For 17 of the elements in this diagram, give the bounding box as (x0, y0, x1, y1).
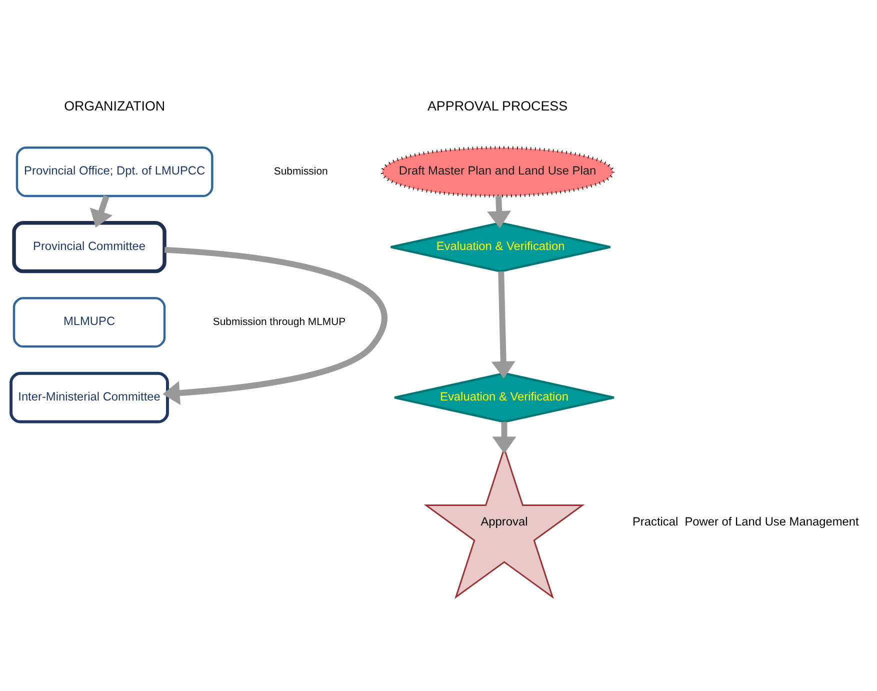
arrow (162, 246, 387, 405)
arrow (487, 196, 512, 228)
arrow (90, 195, 113, 228)
node-diamond: Evaluation & Verification (393, 372, 616, 423)
label: Submission (274, 166, 328, 178)
node-box: Provincial Committee (12, 221, 166, 274)
label: Submission through MLMUP (212, 317, 346, 328)
node-box: Provincial Office; Dpt. of LMUPCC (16, 146, 214, 198)
label: APPROVAL PROCESS (428, 98, 568, 114)
arrow (491, 271, 516, 379)
arrow (492, 422, 516, 454)
label: ORGANIZATION (64, 98, 166, 114)
node-label: Practical Power of Land Use Management (632, 514, 859, 529)
node-diamond: Evaluation & Verification (390, 222, 612, 272)
node-box: Inter-Ministerial Committee (10, 372, 169, 424)
node-box: MLMUPC (12, 297, 166, 348)
node-ellipse: Draft Master Plan and Land Use Plan (380, 146, 614, 198)
